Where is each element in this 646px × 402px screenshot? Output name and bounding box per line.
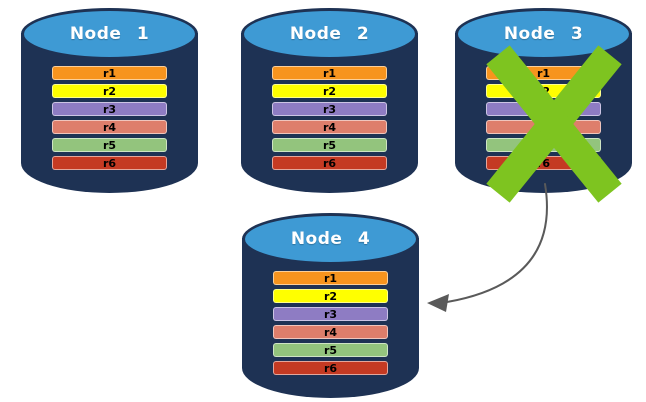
replica-r6: r6 (273, 361, 388, 375)
replica-r3: r3 (52, 102, 167, 116)
replica-list: r1 r2 r3 r4 r5 r6 (273, 271, 388, 375)
db-node-3: Node 3 r1 r2 r3 r4 r5 r6 (455, 8, 632, 203)
cylinder-top: Node 3 (455, 8, 632, 60)
replica-r1: r1 (52, 66, 167, 80)
replica-list: r1 r2 r3 r4 r5 r6 (52, 66, 167, 170)
replica-r6: r6 (272, 156, 387, 170)
node-title: Node 2 (289, 24, 370, 44)
node-title: Node 3 (503, 24, 584, 44)
replica-r5: r5 (52, 138, 167, 152)
arrow-head-icon (427, 294, 449, 312)
cylinder-top: Node 2 (241, 8, 418, 60)
replica-r5: r5 (273, 343, 388, 357)
arrow-curve (446, 183, 548, 303)
failure-x-icon (485, 44, 622, 203)
replica-r2: r2 (52, 84, 167, 98)
db-node-4: Node 4 r1 r2 r3 r4 r5 r6 (242, 213, 419, 398)
db-node-2: Node 2 r1 r2 r3 r4 r5 r6 (241, 8, 418, 193)
replica-r3: r3 (272, 102, 387, 116)
db-node-1: Node 1 r1 r2 r3 r4 r5 r6 (21, 8, 198, 193)
node-title: Node 4 (290, 229, 371, 249)
replica-r5: r5 (272, 138, 387, 152)
replica-r4: r4 (52, 120, 167, 134)
replica-r3: r3 (273, 307, 388, 321)
replica-r6: r6 (52, 156, 167, 170)
replica-r2: r2 (272, 84, 387, 98)
replica-r1: r1 (272, 66, 387, 80)
replica-r2: r2 (273, 289, 388, 303)
replica-r1: r1 (273, 271, 388, 285)
replica-list: r1 r2 r3 r4 r5 r6 (272, 66, 387, 170)
replica-r4: r4 (272, 120, 387, 134)
cylinder-top: Node 1 (21, 8, 198, 60)
node-title: Node 1 (69, 24, 150, 44)
replica-r4: r4 (273, 325, 388, 339)
cylinder-top: Node 4 (242, 213, 419, 265)
